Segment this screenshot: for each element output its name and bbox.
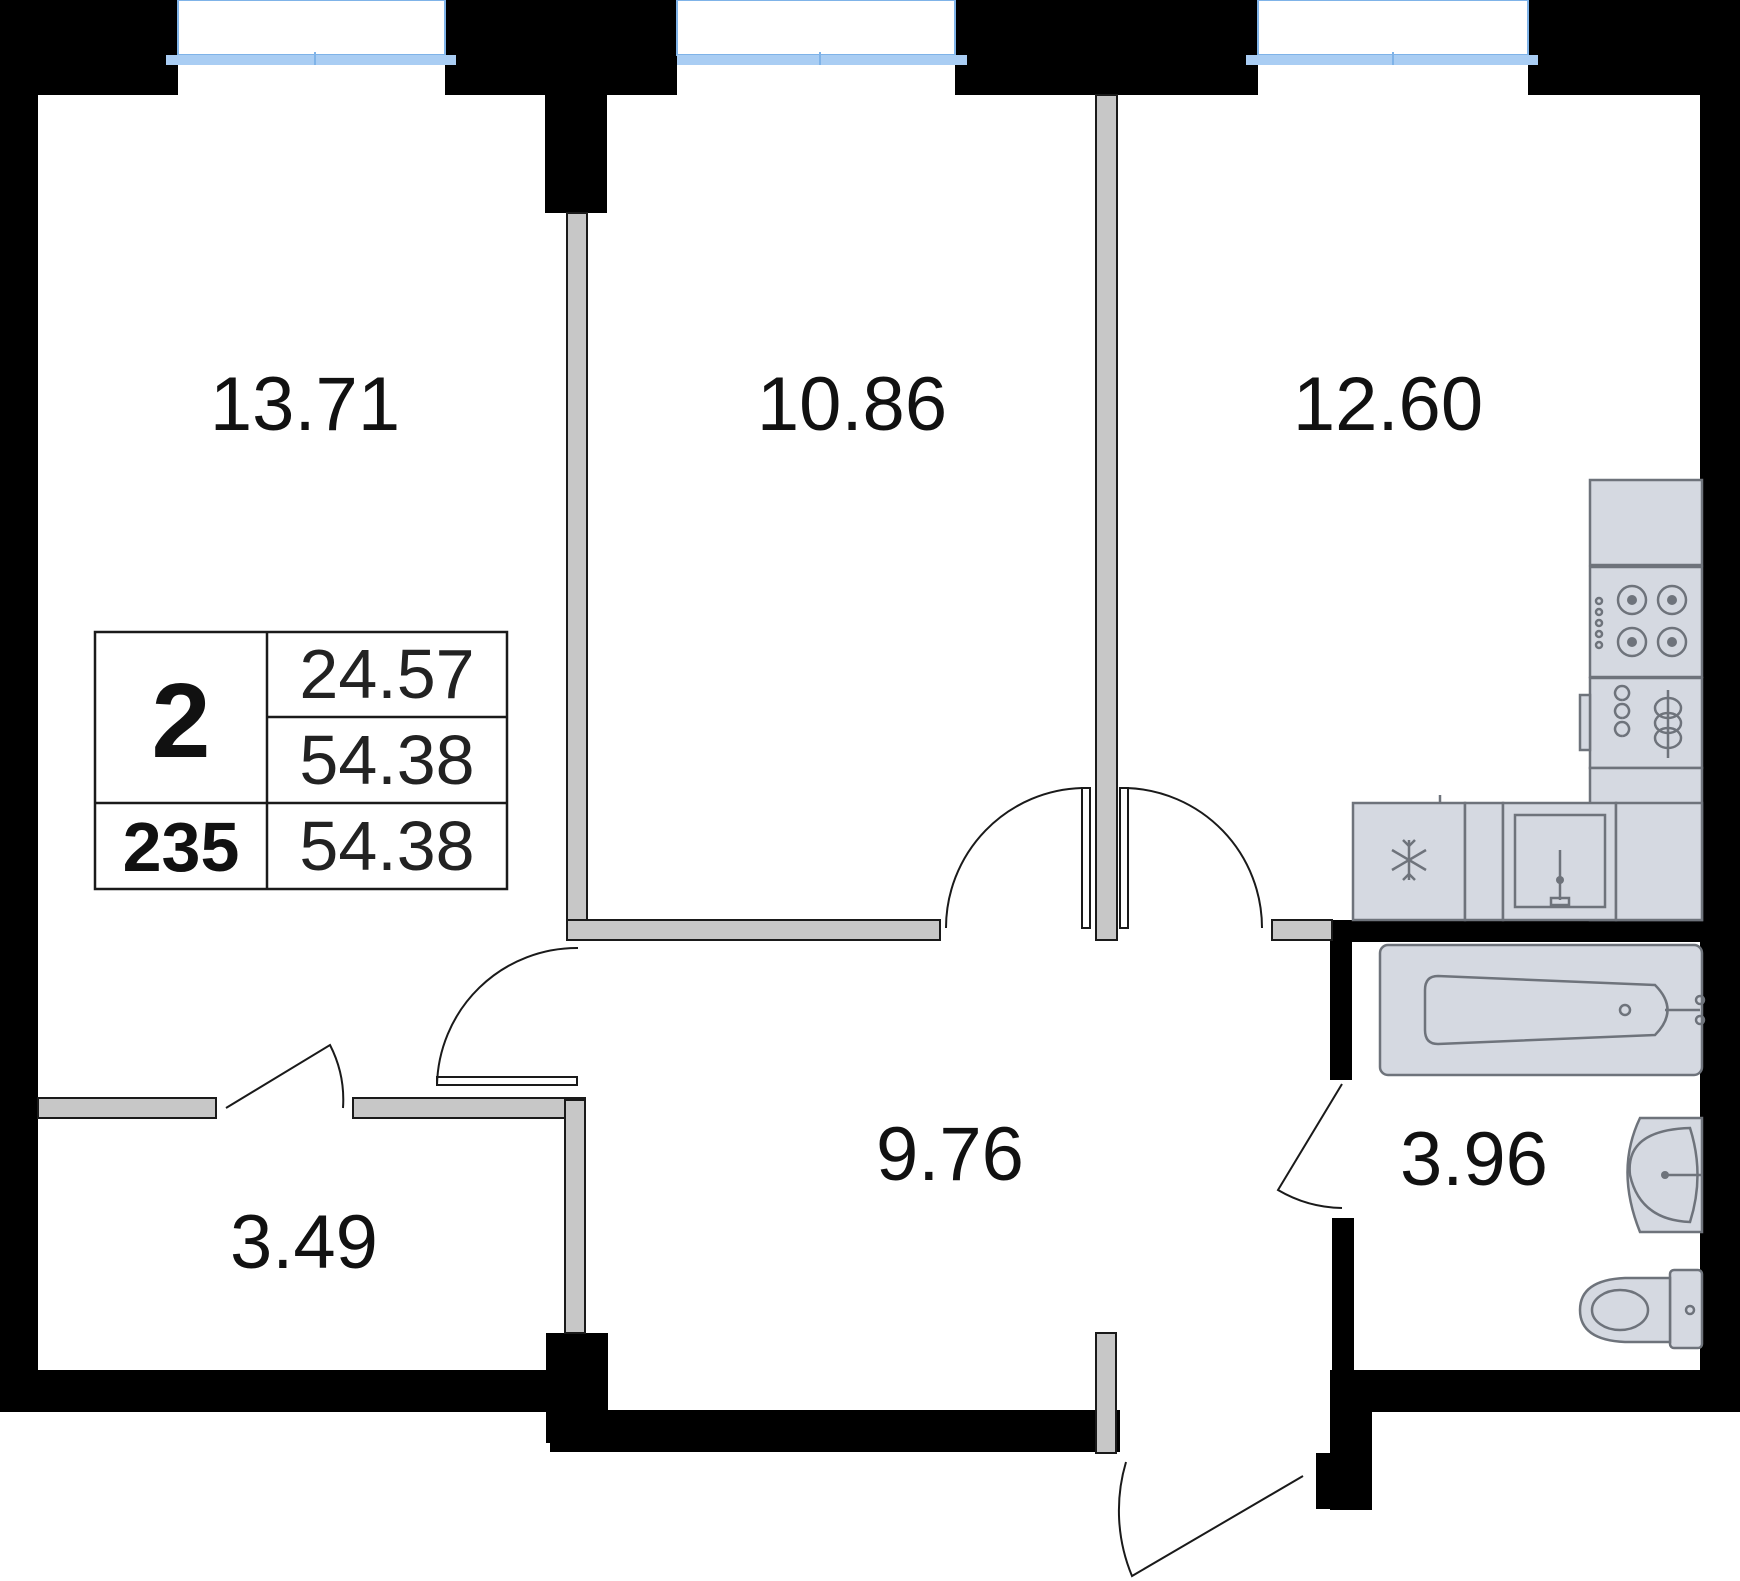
room-3-area: 12.60: [1293, 362, 1483, 447]
bathroom-fixtures: [1378, 943, 1706, 1350]
interior-partitions: [37, 94, 1333, 1454]
room-labels: 13.71 10.86 12.60 3.49 9.76 3.96: [210, 362, 1548, 1285]
door-room-2: [945, 787, 1083, 929]
storage-area: 3.49: [230, 1200, 378, 1285]
total-area: 54.38: [299, 721, 474, 799]
bathroom-area: 3.96: [1400, 1117, 1548, 1202]
room-count: 2: [152, 662, 211, 780]
door-bathroom: [1276, 1083, 1343, 1209]
room-2-area: 10.86: [757, 362, 947, 447]
fridge-icon: [1351, 795, 1467, 922]
door-entrance: [1117, 1461, 1304, 1578]
hall-area: 9.76: [876, 1112, 1024, 1197]
washbasin-icon: [1626, 1116, 1704, 1234]
bathtub-icon: [1378, 943, 1706, 1077]
kitchen-set: [1351, 478, 1704, 922]
sink-icon: [1501, 801, 1618, 922]
doors: [225, 787, 1343, 1578]
door-storage: [225, 1043, 345, 1109]
info-box: 2 235 24.57 54.38 54.38: [93, 630, 509, 891]
exterior-walls: [0, 0, 1740, 1510]
windows: [166, 0, 1538, 65]
room-1-area: 13.71: [210, 362, 400, 447]
door-room-3: [1126, 787, 1263, 929]
living-area: 24.57: [299, 635, 474, 713]
toilet-icon: [1578, 1268, 1704, 1350]
stove-icon: [1588, 565, 1704, 679]
door-room-1: [436, 946, 579, 1086]
apartment-number: 235: [123, 808, 240, 886]
total-area-2: 54.38: [299, 807, 474, 885]
